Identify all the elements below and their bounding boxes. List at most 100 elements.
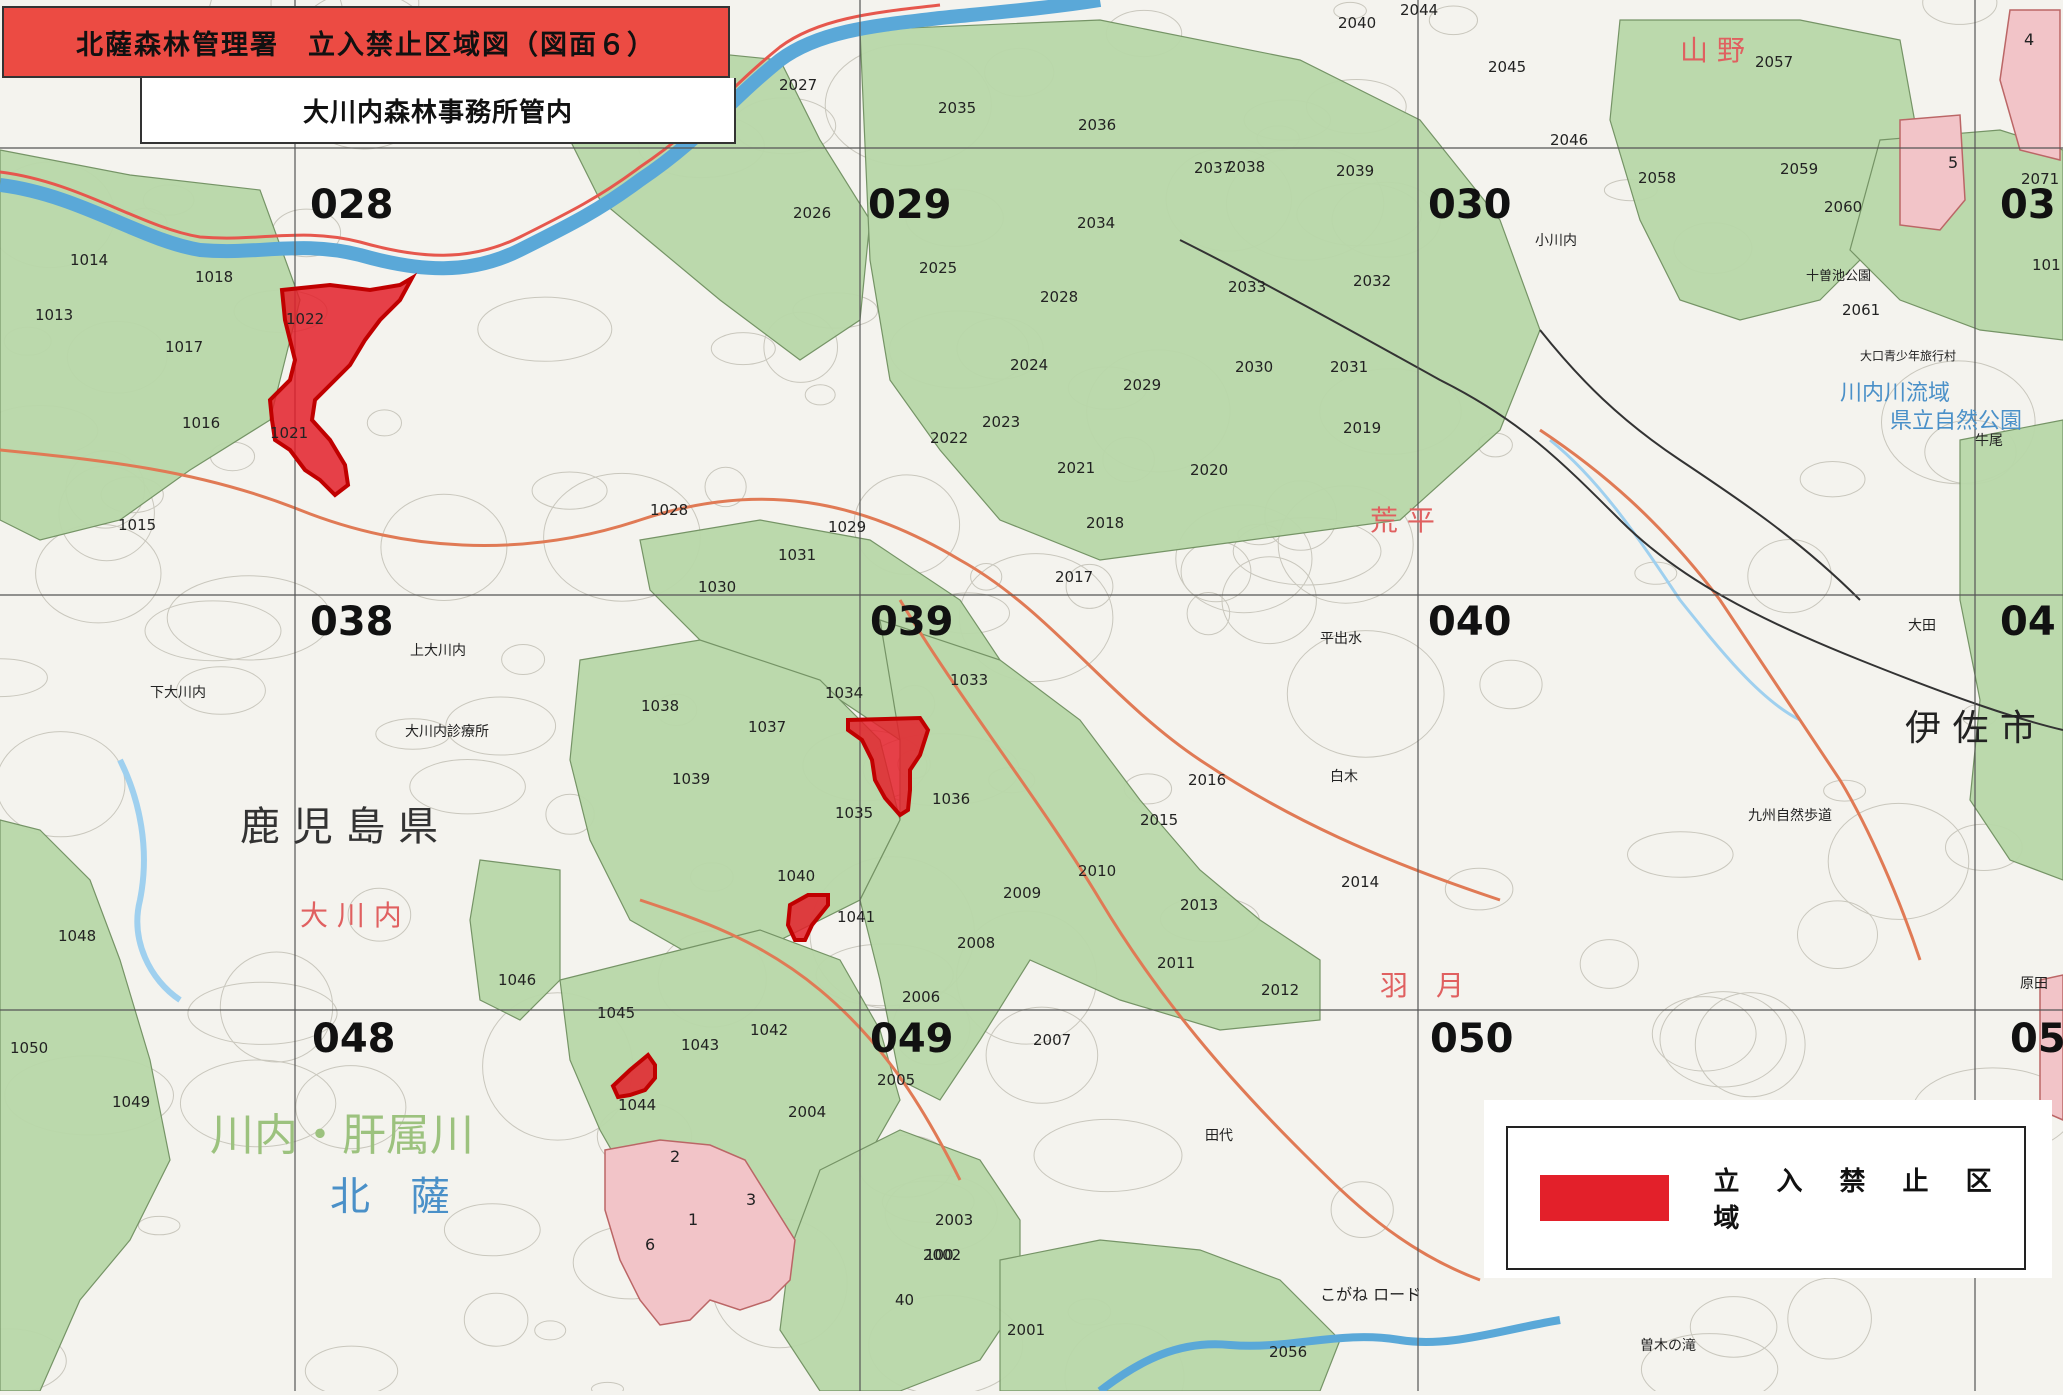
private-areas (604, 9, 2063, 1326)
forest-area (1609, 19, 1921, 321)
compartment-number: 100 (925, 1246, 954, 1264)
grid-label: 050 (1430, 1016, 1514, 1062)
compartment-number: 2032 (1353, 272, 1391, 290)
compartment-number: 1050 (10, 1039, 48, 1057)
contour (1333, 1, 1367, 20)
road-black (1179, 239, 2063, 731)
contour (985, 1006, 1099, 1104)
compartment-number: 2016 (1188, 771, 1226, 789)
compartment-number: 2039 (1336, 162, 1374, 180)
small-number: 1 (688, 1210, 698, 1229)
grid-label: 03 (2000, 182, 2056, 228)
small-numbers: 1 2 3 4 5 6 (645, 30, 2034, 1254)
compartment-number: 2024 (1010, 356, 1048, 374)
compartment-number: 1048 (58, 927, 96, 945)
compartment-number: 2037 (1194, 159, 1232, 177)
legend-swatch (1540, 1175, 1670, 1221)
compartment-number: 1029 (828, 518, 866, 536)
compartment-number: 101 (2032, 256, 2061, 274)
compartment-number: 1015 (118, 516, 156, 534)
compartment-number: 2029 (1123, 376, 1161, 394)
compartment-number: 1030 (698, 578, 736, 596)
compartment-number: 1038 (641, 697, 679, 715)
compartment-number: 1014 (70, 251, 108, 269)
contour (137, 1215, 181, 1236)
river-edge (0, 3, 941, 257)
contour (531, 471, 608, 510)
contour (501, 644, 546, 675)
compartment-number: 1046 (498, 971, 536, 989)
road (898, 599, 1481, 1282)
forest-area (1959, 419, 2063, 881)
grid-label: 038 (310, 599, 394, 645)
contour (1330, 1181, 1394, 1238)
label-hokusatsu: 北 薩 (330, 1174, 450, 1220)
label-yamano: 山 野 (1680, 34, 1745, 67)
compartment-number: 2018 (1086, 514, 1124, 532)
restricted-zone-1032 (846, 715, 931, 818)
restricted-zones (267, 272, 931, 1100)
contour (1881, 360, 2036, 485)
compartment-number: 1016 (182, 414, 220, 432)
road (1539, 428, 1922, 961)
compartment-number: 2022 (930, 429, 968, 447)
contour (295, 1065, 407, 1150)
compartment-number: 2033 (1228, 278, 1266, 296)
label-harada: 原田 (2020, 976, 2048, 992)
compartment-number: 2017 (1055, 568, 1093, 586)
contour (347, 887, 412, 942)
compartment-number: 2003 (935, 1211, 973, 1229)
compartment-number: 1040 (777, 867, 815, 885)
contour (1286, 630, 1445, 758)
contour (970, 563, 1003, 591)
contour (804, 384, 836, 406)
compartment-number: 2021 (1057, 459, 1095, 477)
label-shiraki: 白木 (1330, 769, 1358, 785)
contour (1747, 539, 1832, 614)
label-hiradesui: 平出水 (1320, 631, 1362, 647)
grid-label: 029 (868, 182, 952, 228)
contour (704, 466, 747, 508)
contour (1579, 939, 1639, 989)
forest-area (569, 639, 901, 961)
grid-label: 028 (310, 182, 394, 228)
contour (1428, 5, 1479, 36)
compartment-number: 2025 (919, 259, 957, 277)
grid-label: 04 (2000, 599, 2056, 645)
compartment-number: 1033 (950, 671, 988, 689)
compartment-number: 2020 (1190, 461, 1228, 479)
label-arahira: 荒 平 (1370, 504, 1435, 537)
contour (187, 981, 338, 1045)
contour (1689, 1296, 1778, 1358)
compartment-number: 2057 (1755, 53, 1793, 71)
compartment-number: 2027 (779, 76, 817, 94)
contour (1627, 831, 1734, 878)
compartment-number: 2034 (1077, 214, 1115, 232)
contour (477, 296, 613, 362)
compartment-number: 1031 (778, 546, 816, 564)
compartment-number: 2001 (1007, 1321, 1045, 1339)
pink-area (604, 1139, 796, 1326)
label-satsuma-river: 川内・肝属川 (210, 1110, 474, 1161)
stream (117, 758, 182, 1003)
contour (304, 1345, 399, 1395)
map-title: 北薩森林管理署 立入禁止区域図（図面６） (2, 6, 730, 78)
compartment-number: 1018 (195, 268, 233, 286)
compartment-number: 2002 (923, 1246, 961, 1264)
compartment-number: 1045 (597, 1004, 635, 1022)
label-ota: 大田 (1908, 618, 1936, 634)
stream (1549, 438, 1801, 722)
contour (443, 1203, 541, 1257)
small-number: 2 (670, 1147, 680, 1166)
compartment-number: 2015 (1140, 811, 1178, 829)
contour (534, 1320, 567, 1341)
compartment-number: 2030 (1235, 358, 1273, 376)
compartment-number: 1035 (835, 804, 873, 822)
grid-label: 048 (312, 1016, 396, 1062)
compartment-number: 1039 (672, 770, 710, 788)
contour (1651, 996, 1757, 1072)
map-subtitle: 大川内森林事務所管内 (140, 78, 736, 144)
contour (1065, 563, 1114, 609)
